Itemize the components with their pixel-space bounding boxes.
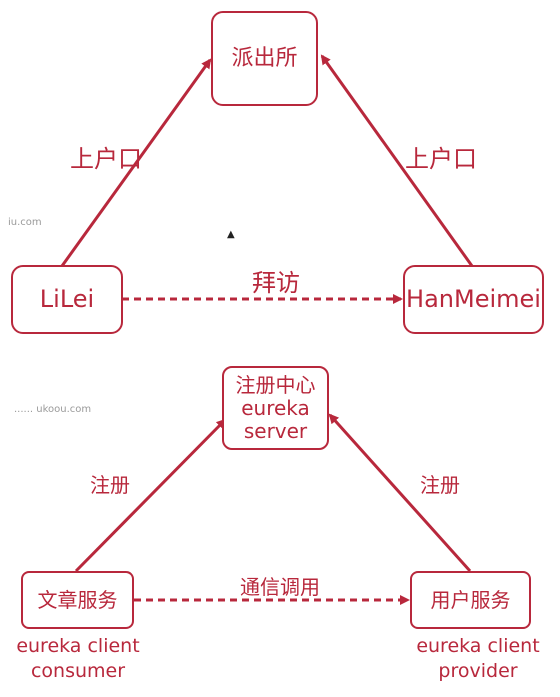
hanmeimei-box: HanMeimei: [403, 265, 544, 334]
consumer-caption-line1: eureka client: [16, 635, 140, 657]
registry-line2: eureka: [241, 395, 310, 420]
police-station-box: 派出所: [211, 11, 318, 106]
police-station-label: 派出所: [231, 45, 298, 71]
provider-caption-line2: provider: [438, 659, 518, 682]
lilei-box: LiLei: [11, 265, 123, 334]
arrow-article-to-registry: [74, 418, 227, 573]
call-label: 通信调用: [240, 575, 320, 599]
user-service-box: 用户服务: [410, 571, 531, 629]
register-right-label-bottom: 注册: [420, 473, 460, 497]
hanmeimei-label: HanMeimei: [406, 284, 541, 313]
lilei-label: LiLei: [39, 284, 95, 313]
user-service-label: 用户服务: [430, 587, 511, 612]
registry-line1: 注册中心: [235, 372, 316, 397]
provider-caption: eureka client provider: [408, 634, 548, 683]
arrow-lilei-to-station: [60, 58, 212, 267]
visit-label: 拜访: [252, 269, 300, 297]
watermark-bottom: ...... ukoou.com: [14, 404, 92, 415]
register-right-label: 上户口: [405, 145, 477, 173]
watermark-top: iu.com: [8, 217, 42, 228]
cursor-icon: ▲: [227, 229, 235, 240]
consumer-caption-line2: consumer: [30, 659, 126, 682]
registry-line3: server: [243, 418, 308, 443]
consumer-caption: eureka client consumer: [8, 634, 148, 683]
provider-caption-line1: eureka client: [416, 635, 540, 657]
arrow-user-to-registry: [328, 413, 472, 573]
article-service-label: 文章服务: [37, 587, 118, 612]
register-left-label: 上户口: [70, 145, 142, 173]
registry-box: 注册中心 eureka server: [222, 366, 329, 450]
article-service-box: 文章服务: [21, 571, 134, 629]
arrow-hanmeimei-to-station: [320, 54, 474, 267]
register-left-label-bottom: 注册: [90, 473, 130, 497]
